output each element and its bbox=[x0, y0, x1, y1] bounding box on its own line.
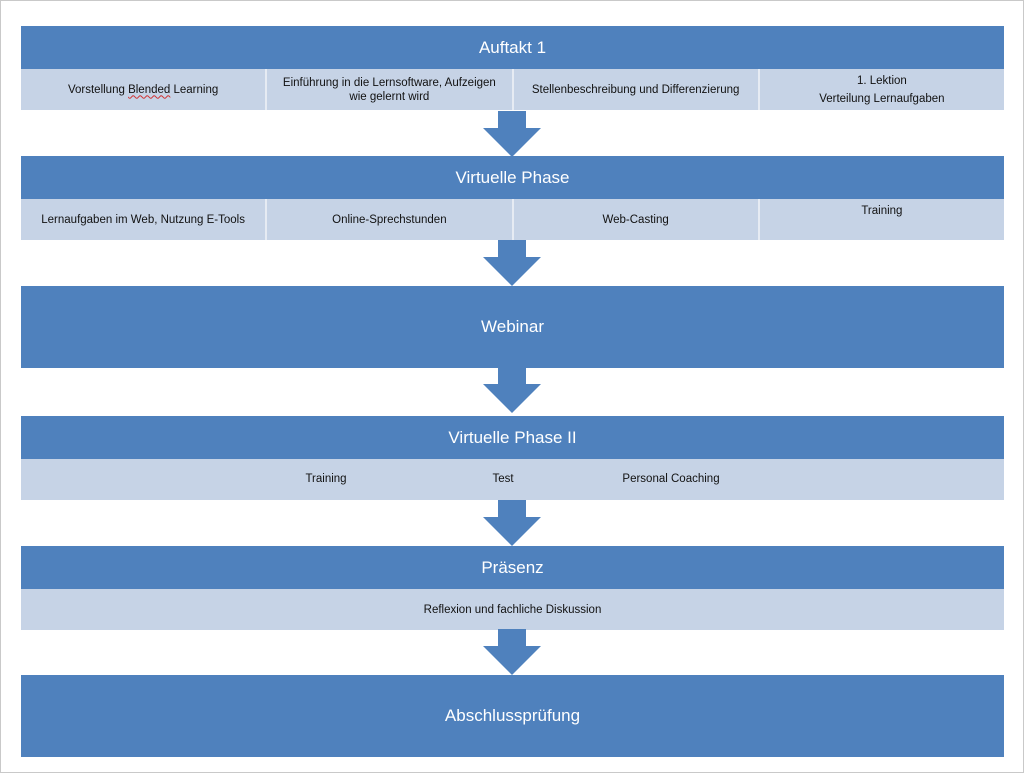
stage-praesenz-header: Präsenz bbox=[21, 546, 1004, 589]
auftakt-item-lektion: 1. Lektion Verteilung Lernaufgaben bbox=[759, 69, 1004, 110]
auftakt-item-lernsoftware-text: Einführung in die Lernsoftware, Aufzeige… bbox=[282, 76, 496, 103]
virtuell2-item-coaching: Personal Coaching bbox=[622, 473, 720, 485]
text-learning: Learning bbox=[170, 83, 219, 96]
stage-virtuell-header: Virtuelle Phase bbox=[21, 156, 1004, 199]
auftakt-item-lernsoftware: Einführung in die Lernsoftware, Aufzeige… bbox=[267, 69, 514, 110]
auftakt-item-stellenbeschreibung-text: Stellenbeschreibung und Differenzierung bbox=[531, 83, 740, 96]
virtuell2-items-band: Training Test Personal Coaching bbox=[21, 459, 1004, 500]
virtuell-item-lernaufgaben: Lernaufgaben im Web, Nutzung E-Tools bbox=[21, 199, 268, 240]
virtuell2-item-training: Training bbox=[305, 473, 347, 485]
stage-auftakt-title: Auftakt 1 bbox=[478, 37, 547, 57]
stage-abschluss-title: Abschlussprüfung bbox=[444, 706, 581, 725]
stage-praesenz-title: Präsenz bbox=[481, 557, 544, 577]
virtuell2-item-test: Test bbox=[492, 473, 514, 485]
stage-virtuell2-header: Virtuelle Phase II bbox=[21, 416, 1004, 459]
auftakt-item-lektion-line1: 1. Lektion bbox=[856, 74, 907, 87]
down-arrow-icon bbox=[483, 367, 541, 413]
stage-praesenz-items: Reflexion und fachliche Diskussion bbox=[21, 589, 1004, 630]
auftakt-item-lektion-line2: Verteilung Lernaufgaben bbox=[819, 92, 945, 105]
stage-virtuell-title: Virtuelle Phase bbox=[455, 167, 570, 187]
text-vorstellung: Vorstellung bbox=[67, 83, 129, 96]
praesenz-item-reflexion-text: Reflexion und fachliche Diskussion bbox=[423, 603, 602, 616]
auftakt-item-blended-learning: Vorstellung Blended Learning bbox=[21, 69, 268, 110]
stage-auftakt-header: Auftakt 1 bbox=[21, 26, 1004, 69]
spellcheck-word-blended: Blended bbox=[128, 83, 171, 96]
virtuell-item-webcasting-text: Web-Casting bbox=[602, 213, 669, 226]
down-arrow-icon bbox=[483, 240, 541, 286]
virtuell-item-training: Training bbox=[759, 199, 1004, 240]
auftakt-item-stellenbeschreibung: Stellenbeschreibung und Differenzierung bbox=[513, 69, 760, 110]
virtuell-item-lernaufgaben-text: Lernaufgaben im Web, Nutzung E-Tools bbox=[41, 213, 245, 226]
down-arrow-icon bbox=[483, 111, 541, 157]
stage-virtuell2-title: Virtuelle Phase II bbox=[448, 427, 577, 447]
stage-auftakt-items: Vorstellung Blended Learning Einführung … bbox=[21, 69, 1004, 110]
virtuell-item-sprechstunden-text: Online-Sprechstunden bbox=[332, 213, 447, 226]
virtuell-item-training-text: Training bbox=[861, 205, 903, 217]
auftakt-item-blended-learning-text: Vorstellung Blended Learning bbox=[68, 83, 218, 97]
down-arrow-icon bbox=[483, 500, 541, 546]
stage-abschluss-box: Abschlussprüfung bbox=[21, 675, 1004, 757]
praesenz-item-reflexion: Reflexion und fachliche Diskussion bbox=[21, 589, 1004, 630]
down-arrow-icon bbox=[483, 629, 541, 675]
virtuell-item-webcasting: Web-Casting bbox=[513, 199, 760, 240]
stage-webinar-title: Webinar bbox=[481, 317, 544, 336]
virtuell-item-sprechstunden: Online-Sprechstunden bbox=[267, 199, 514, 240]
stage-virtuell-items: Lernaufgaben im Web, Nutzung E-Tools Onl… bbox=[21, 199, 1004, 240]
stage-virtuell2-items: Training Test Personal Coaching bbox=[21, 459, 1004, 500]
stage-webinar-box: Webinar bbox=[21, 286, 1004, 368]
